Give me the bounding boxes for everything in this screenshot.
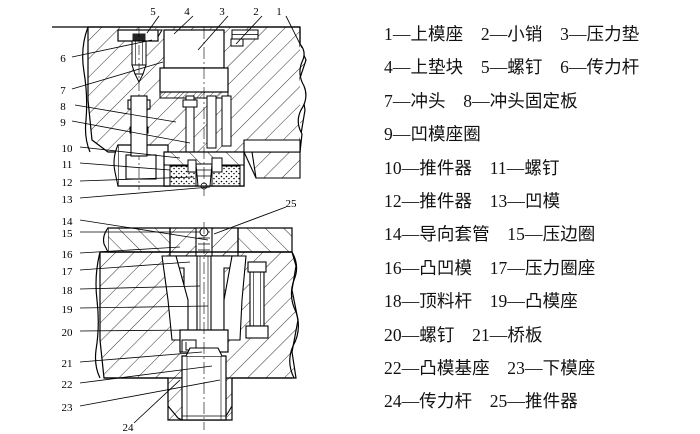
callout-17: 17 [62,266,74,278]
callout-9: 9 [60,117,66,129]
callout-13: 13 [62,194,74,206]
die-assembly-drawing: 1 2 3 4 5 6 7 8 9 10 11 12 13 14 15 16 1… [52,6,307,434]
break-line-lower [289,251,299,379]
callout-11: 11 [62,159,73,171]
break-line-lower-left [94,251,101,379]
lower-die-half [94,222,299,430]
callout-8: 8 [60,101,66,113]
legend-line-1: 1—上模座 2—小销 3—压力垫 [384,24,640,44]
legend-line-12: 24—传力杆 25—推件器 [384,391,578,412]
callout-5: 5 [150,6,156,18]
legend-line-7: 14—导向套管 15—压边圈 [384,224,596,245]
upper-pad-block [159,67,229,93]
legend-line-4: 9—凹模座圈 [384,124,481,145]
callout-25: 25 [286,198,298,210]
callout-20: 20 [62,327,74,339]
cavity-wall-right [223,255,247,341]
legend-line-3: 7—冲头 8—冲头固定板 [384,90,578,111]
callout-16: 16 [62,249,74,261]
callout-6: 6 [60,53,66,65]
legend-line-11: 22—凸模基座 23—下模座 [384,358,596,379]
break-line-upper-left [82,26,91,153]
force-rod-b [206,95,217,149]
side-screw-20 [249,271,265,327]
punch-rod-7 [130,95,148,157]
legend-line-5: 10—推件器 11—螺钉 [384,157,560,178]
callout-7: 7 [60,85,66,97]
callout-1: 1 [276,6,282,18]
drawing-canvas: 1 2 3 4 5 6 7 8 9 10 11 12 13 14 15 16 1… [52,6,307,434]
force-rod-c [221,95,232,147]
parts-legend: 1—上模座 2—小销 3—压力垫 4—上垫块 5—螺钉 6—传力杆 7—冲头 8… [384,18,696,419]
legend-line-2: 4—上垫块 5—螺钉 6—传力杆 [384,57,640,78]
legend-line-8: 16—凸凹模 17—压力圈座 [384,257,596,278]
callout-23: 23 [62,402,74,414]
leader-lines [71,15,303,424]
callout-24: 24 [123,422,135,434]
legend-line-10: 20—螺钉 21—桥板 [384,324,543,345]
upper-die-half [52,26,307,196]
callout-18: 18 [62,285,74,297]
callout-10: 10 [62,143,74,155]
callout-4: 4 [184,6,190,18]
callout-14: 14 [62,216,74,228]
legend-line-6: 12—推件器 13—凹模 [384,191,561,212]
callout-15: 15 [62,228,74,240]
callout-2: 2 [253,6,259,18]
break-line-upper [297,27,307,153]
callout-19: 19 [62,304,74,316]
blank-holder-right [237,227,293,253]
callout-12: 12 [62,177,73,189]
legend-line-9: 18—顶料杆 19—凸模座 [384,291,578,312]
callout-numbers: 1 2 3 4 5 6 7 8 9 10 11 12 13 14 15 16 1… [60,6,297,434]
callout-3: 3 [219,6,225,18]
callout-21: 21 [62,358,73,370]
callout-22: 22 [62,379,73,391]
pressure-pad-block [163,29,225,69]
